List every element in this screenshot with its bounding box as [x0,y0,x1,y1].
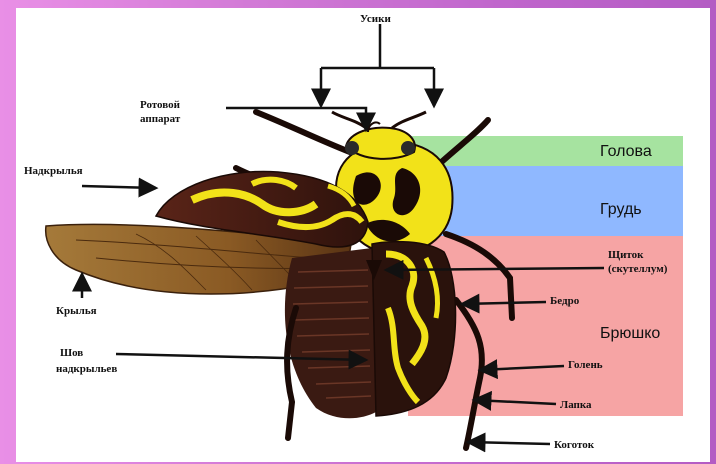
label-elytral-seam-1: Шов [60,347,83,359]
label-elytral-seam-2: надкрыльев [56,363,117,375]
label-scutellum-2: (скутеллум) [608,263,668,275]
label-mouthparts-2: аппарат [140,113,181,125]
label-antennae: Усики [360,13,391,25]
diagram-panel: Голова Грудь Брюшко Усики Ротовой аппара… [16,8,710,462]
abdomen [285,248,376,418]
beetle-anatomy-diagram: Голова Грудь Брюшко Усики Ротовой аппара… [16,8,710,462]
label-tibia: Голень [568,359,603,371]
label-tarsus: Лапка [560,399,592,411]
label-femur: Бедро [550,295,580,307]
label-mouthparts-1: Ротовой [140,99,181,111]
label-claw: Коготок [554,439,595,451]
label-elytron: Надкрылья [24,165,83,177]
label-head: Голова [600,143,652,160]
label-scutellum-1: Щиток [608,249,644,261]
label-thorax: Грудь [600,201,642,218]
label-abdomen: Брюшко [600,325,660,342]
label-wing: Крылья [56,305,97,317]
